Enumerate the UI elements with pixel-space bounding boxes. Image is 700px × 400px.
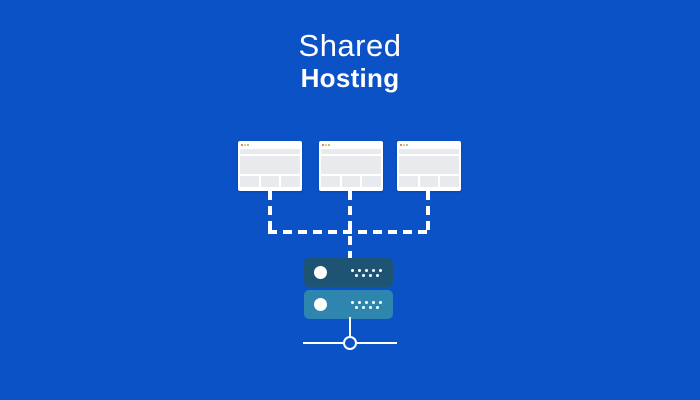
window-minimize-dot-icon bbox=[325, 144, 327, 146]
window-card bbox=[260, 176, 280, 187]
window-card bbox=[281, 176, 301, 187]
server-icon bbox=[304, 258, 393, 319]
network-node-icon bbox=[343, 336, 357, 350]
browser-window-icon bbox=[319, 141, 383, 191]
window-card bbox=[341, 176, 361, 187]
window-footer-cards bbox=[399, 176, 460, 187]
network-stem-line bbox=[349, 317, 351, 338]
title-shared: Shared bbox=[298, 28, 402, 63]
dashed-connector-center bbox=[348, 191, 352, 258]
window-maximize-dot-icon bbox=[328, 144, 330, 146]
window-titlebar bbox=[240, 141, 300, 149]
window-address-bar bbox=[240, 149, 300, 154]
window-maximize-dot-icon bbox=[406, 144, 408, 146]
window-minimize-dot-icon bbox=[244, 144, 246, 146]
window-card bbox=[440, 176, 460, 187]
browser-window-icon bbox=[238, 141, 302, 191]
server-unit-bottom bbox=[304, 290, 393, 319]
window-address-bar bbox=[321, 149, 381, 154]
dashed-connector-bus bbox=[268, 230, 430, 234]
window-content-area bbox=[321, 156, 381, 174]
window-footer-cards bbox=[240, 176, 301, 187]
browser-window-icon bbox=[397, 141, 461, 191]
window-titlebar bbox=[399, 141, 459, 149]
title-hosting: Hosting bbox=[300, 63, 400, 93]
window-card bbox=[419, 176, 439, 187]
window-card bbox=[240, 176, 259, 187]
window-maximize-dot-icon bbox=[247, 144, 249, 146]
server-vent-dots-icon bbox=[351, 268, 382, 277]
window-footer-cards bbox=[321, 176, 382, 187]
window-card bbox=[321, 176, 340, 187]
window-content-area bbox=[240, 156, 300, 174]
window-card bbox=[399, 176, 418, 187]
dashed-connector-left bbox=[268, 191, 272, 234]
window-card bbox=[362, 176, 382, 187]
window-close-dot-icon bbox=[241, 144, 243, 146]
page-title: Shared Hosting bbox=[0, 30, 700, 94]
window-content-area bbox=[399, 156, 459, 174]
server-led-icon bbox=[314, 266, 327, 279]
window-titlebar bbox=[321, 141, 381, 149]
window-close-dot-icon bbox=[322, 144, 324, 146]
server-led-icon bbox=[314, 298, 327, 311]
server-vent-dots-icon bbox=[351, 300, 382, 309]
window-address-bar bbox=[399, 149, 459, 154]
window-close-dot-icon bbox=[400, 144, 402, 146]
dashed-connector-right bbox=[426, 191, 430, 234]
window-minimize-dot-icon bbox=[403, 144, 405, 146]
server-unit-top bbox=[304, 258, 393, 287]
